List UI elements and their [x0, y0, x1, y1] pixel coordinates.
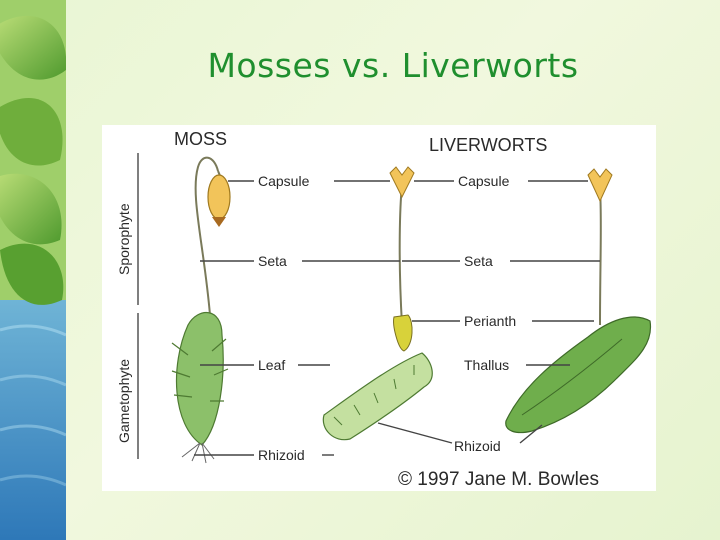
thallose-liverwort-illustration — [505, 168, 652, 434]
moss-liverwort-diagram: MOSS LIVERWORTS Sporophyte Gametophyte — [102, 125, 656, 491]
gametophyte-label: Gametophyte — [116, 359, 132, 443]
liverwort-seta-label: Seta — [464, 253, 493, 269]
copyright-notice: © 1997 Jane M. Bowles — [398, 469, 599, 490]
liverwort-capsule-label: Capsule — [458, 173, 510, 189]
liverwort-perianth-label: Perianth — [464, 313, 516, 329]
liverworts-heading: LIVERWORTS — [429, 135, 547, 155]
liverwort-thallus-label: Thallus — [464, 357, 509, 373]
moss-rhizoid-label: Rhizoid — [258, 447, 305, 463]
slide-title: Mosses vs. Liverworts — [207, 46, 579, 85]
sporophyte-label: Sporophyte — [116, 203, 132, 275]
liverwort-rhizoid-label: Rhizoid — [454, 438, 501, 454]
moss-leaf-label: Leaf — [258, 357, 285, 373]
leafy-liverwort-illustration — [322, 166, 433, 441]
leader-lines — [194, 180, 600, 456]
moss-seta-label: Seta — [258, 253, 287, 269]
moss-plant-illustration — [171, 156, 231, 464]
leaf-water-decoration — [0, 0, 66, 540]
moss-heading: MOSS — [174, 129, 227, 149]
moss-capsule-label: Capsule — [258, 173, 310, 189]
